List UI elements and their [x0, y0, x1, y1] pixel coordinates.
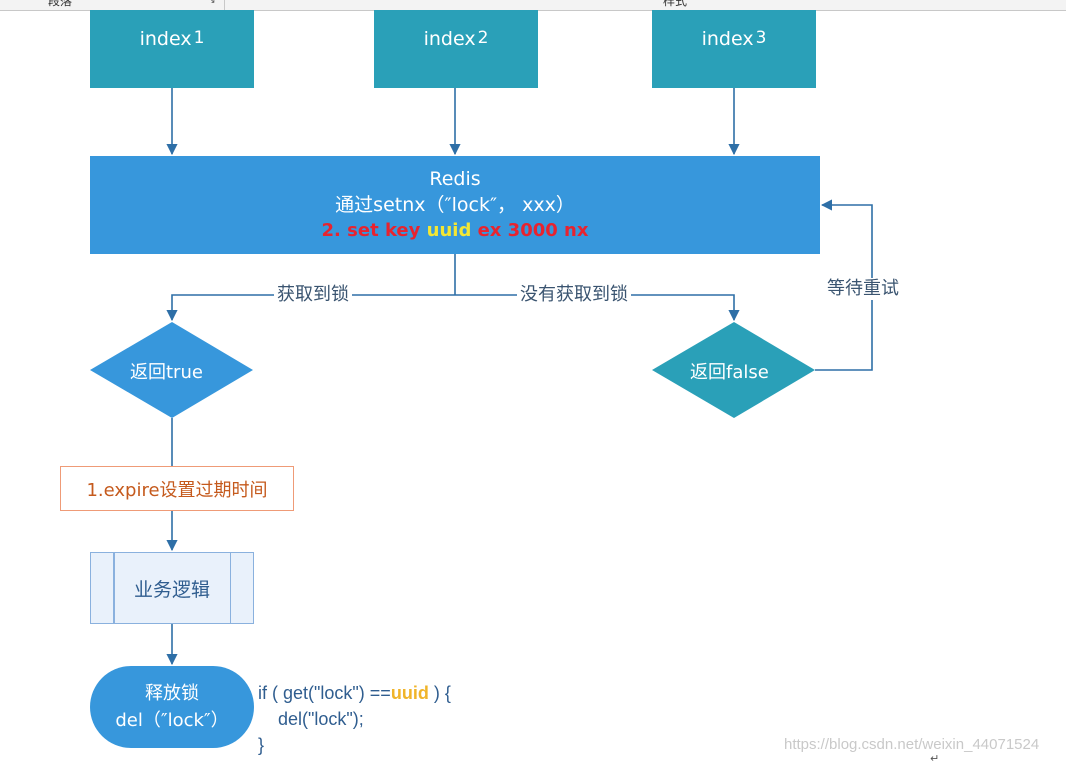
business-logic-label: 业务逻辑 — [133, 578, 210, 601]
index3-subscript: 3 — [755, 28, 767, 48]
code-line-1-post: ) { — [428, 683, 451, 703]
edge-got-lock — [166, 294, 455, 322]
code-line-1: if ( get("lock") ==uuid ) { — [258, 680, 451, 706]
return-true-label: 返回true — [130, 362, 203, 383]
index3-label: index — [701, 28, 754, 50]
code-line-1-pre: if ( get("lock") == — [258, 683, 391, 703]
return-false-diamond — [652, 322, 815, 418]
return-false-label: 返回false — [690, 362, 769, 383]
redis-node: Redis 通过setnx（″lock″， xxx） 2. set key uu… — [90, 156, 820, 254]
redis-set-command-pre: 2. set key — [321, 220, 427, 241]
redis-set-command-post: ex 3000 nx — [471, 220, 589, 241]
label-no-lock: 没有获取到锁 — [517, 284, 631, 306]
release-lock-title: 释放锁 — [145, 683, 199, 704]
redis-set-command: 2. set key uuid ex 3000 nx — [322, 218, 589, 244]
ribbon-paragraph-label: 段落 — [48, 0, 73, 8]
redis-title: Redis — [429, 168, 481, 190]
business-logic-node: 业务逻辑 — [90, 552, 254, 624]
expire-label: 1.expire设置过期时间 — [86, 479, 268, 501]
redis-uuid-highlight: uuid — [426, 220, 472, 241]
dialog-launcher-icon[interactable]: ↘ — [208, 0, 216, 6]
release-code-snippet: if ( get("lock") ==uuid ) { del("lock");… — [258, 680, 451, 758]
ribbon-styles-label: 样式 — [663, 0, 688, 8]
watermark: https://blog.csdn.net/weixin_44071524 — [784, 736, 1040, 753]
paragraph-mark-icon: ↵ — [930, 752, 940, 765]
index1-subscript: 1 — [193, 28, 205, 48]
business-logic-left-bar — [113, 553, 115, 623]
business-logic-right-bar — [229, 553, 231, 623]
label-got-lock: 获取到锁 — [274, 284, 352, 306]
index1-label: index — [139, 28, 192, 50]
ribbon-divider — [224, 0, 225, 10]
code-line-2: del("lock"); — [258, 709, 364, 729]
redis-setnx-line: 通过setnx（″lock″， xxx） — [335, 194, 575, 216]
expire-node: 1.expire设置过期时间 — [60, 466, 294, 511]
release-lock-node: 释放锁 del（″lock″） — [90, 666, 254, 748]
code-uuid-highlight: uuid — [390, 683, 429, 703]
index2-subscript: 2 — [477, 28, 489, 48]
label-wait-retry: 等待重试 — [824, 278, 902, 300]
code-line-3: } — [258, 735, 265, 755]
release-lock-command: del（″lock″） — [115, 710, 229, 731]
return-true-diamond — [90, 322, 253, 418]
index2-label: index — [423, 28, 476, 50]
